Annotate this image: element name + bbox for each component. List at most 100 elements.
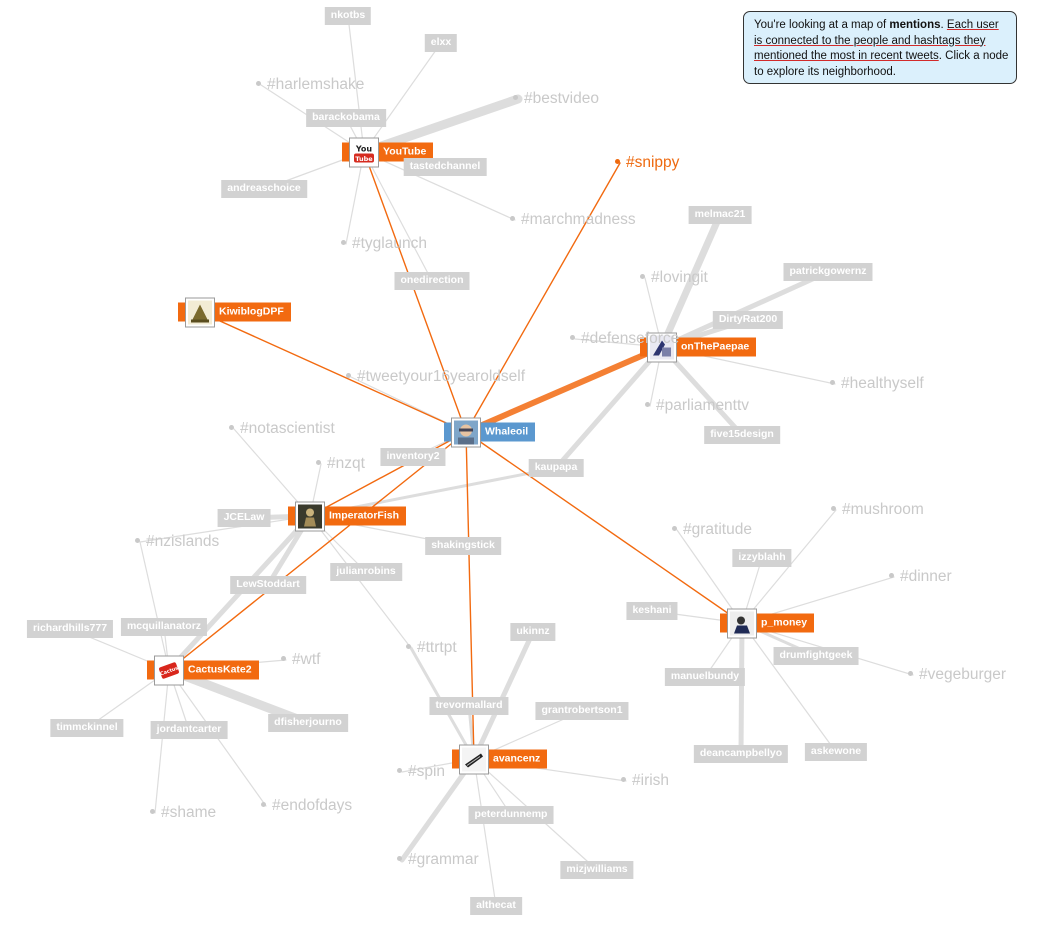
- user-label: jordantcarter: [156, 723, 222, 735]
- hashtag-node-marchmadness[interactable]: #marchmadness: [510, 211, 636, 229]
- user-node-manuelbundy[interactable]: manuelbundy: [664, 668, 746, 686]
- user-node-andreaschoice[interactable]: andreaschoice: [221, 180, 307, 198]
- node-dot-icon: [229, 425, 234, 431]
- hashtag-node-vegeburger[interactable]: #vegeburger: [908, 666, 1006, 684]
- user-node-lewstoddart[interactable]: LewStoddart: [230, 576, 306, 594]
- user-label: tastedchannel: [409, 160, 481, 172]
- node-notch: [178, 303, 182, 321]
- user-node-drumfightgeek[interactable]: drumfightgeek: [773, 647, 859, 665]
- user-node-althecat[interactable]: althecat: [470, 897, 522, 915]
- hashtag-node-snippy[interactable]: #snippy: [615, 154, 679, 172]
- hashtag-node-tweetyour16[interactable]: #tweetyour16yearoldself: [346, 368, 525, 386]
- user-node-barackobama[interactable]: barackobama: [306, 109, 386, 127]
- user-node-julianrobins[interactable]: julianrobins: [330, 563, 402, 581]
- node-dot-icon: [621, 777, 626, 783]
- hashtag-label: #snippy: [626, 154, 680, 171]
- node-dot-icon: [256, 81, 261, 87]
- user-node-patrickgowernz[interactable]: patrickgowernz: [783, 263, 873, 281]
- user-node-elxx[interactable]: elxx: [424, 34, 458, 52]
- hashtag-node-bestvideo[interactable]: #bestvideo: [513, 90, 599, 108]
- hashtag-node-shame[interactable]: #shame: [150, 804, 216, 822]
- user-node-mcquillanatorz[interactable]: mcquillanatorz: [120, 618, 208, 636]
- user-label: drumfightgeek: [779, 649, 853, 661]
- user-label: onedirection: [400, 274, 464, 286]
- user-node-shakingstick[interactable]: shakingstick: [425, 537, 501, 555]
- user-node-onedirection[interactable]: onedirection: [394, 272, 470, 290]
- kiwiblog-avatar-icon: [186, 298, 214, 326]
- featured-user-node-p_money[interactable]: p_money: [720, 609, 815, 637]
- hashtag-label: #shame: [161, 804, 217, 821]
- user-node-dfisherjourno[interactable]: dfisherjourno: [268, 714, 348, 732]
- featured-user-node-avancenz[interactable]: avancenz: [452, 745, 548, 773]
- user-node-timmckinnel[interactable]: timmckinnel: [50, 719, 124, 737]
- hashtag-node-defenseforce[interactable]: #defenseforce: [570, 330, 679, 348]
- featured-user-node-imperatorfish[interactable]: ImperatorFish: [288, 502, 407, 530]
- hashtag-node-nzislands[interactable]: #nzislands: [135, 533, 219, 551]
- user-node-izzyblahh[interactable]: izzyblahh: [732, 549, 792, 567]
- user-label: askewone: [810, 745, 862, 757]
- featured-user-label: Whaleoil: [485, 425, 529, 438]
- hashtag-node-dinner[interactable]: #dinner: [889, 568, 952, 586]
- user-node-trevormallard[interactable]: trevormallard: [429, 697, 509, 715]
- hashtag-label: #ttrtpt: [417, 639, 457, 656]
- featured-user-node-kiwiblogdpf[interactable]: KiwiblogDPF: [178, 298, 291, 326]
- node-dot-icon: [406, 644, 411, 650]
- hashtag-node-healthyself[interactable]: #healthyself: [830, 375, 924, 393]
- primary-edges: [168, 151, 743, 760]
- hashtag-node-mushroom[interactable]: #mushroom: [831, 501, 924, 519]
- hashtag-node-lovingit[interactable]: #lovingit: [640, 269, 708, 287]
- user-node-askewone[interactable]: askewone: [804, 743, 868, 761]
- user-node-kaupapa[interactable]: kaupapa: [528, 459, 584, 477]
- hashtag-node-nzqt[interactable]: #nzqt: [316, 455, 365, 473]
- hashtag-node-wtf[interactable]: #wtf: [281, 651, 320, 669]
- user-node-jordantcarter[interactable]: jordantcarter: [150, 721, 228, 739]
- node-dot-icon: [261, 802, 266, 808]
- user-node-deancampbellyo[interactable]: deancampbellyo: [693, 745, 789, 763]
- user-label: melmac21: [694, 208, 746, 220]
- user-node-grantrobertson1[interactable]: grantrobertson1: [535, 702, 629, 720]
- hashtag-label: #nzqt: [327, 455, 365, 472]
- user-node-peterdunnemp[interactable]: peterdunnemp: [468, 806, 554, 824]
- edge-youtube-elxx: [363, 42, 442, 153]
- edge-onthepaepae-kaupapa: [553, 344, 665, 471]
- user-node-jcelaw[interactable]: JCELaw: [217, 509, 271, 527]
- user-node-dirtyrat200[interactable]: DirtyRat200: [712, 311, 784, 329]
- featured-user-node-onthepaepae[interactable]: onThePaepae: [640, 333, 757, 361]
- user-node-keshani[interactable]: keshani: [626, 602, 678, 620]
- user-label: dfisherjourno: [274, 716, 342, 728]
- hashtag-node-parliamenttv[interactable]: #parliamenttv: [645, 397, 749, 415]
- hashtag-label: #dinner: [900, 568, 952, 585]
- user-node-richardhills777[interactable]: richardhills777: [26, 620, 114, 638]
- hashtag-node-grammar[interactable]: #grammar: [397, 851, 479, 869]
- user-node-mizjwilliams[interactable]: mizjwilliams: [560, 861, 634, 879]
- user-node-melmac21[interactable]: melmac21: [688, 206, 752, 224]
- hashtag-node-notascientist[interactable]: #notascientist: [229, 420, 335, 438]
- edge-whaleoil-p_money: [465, 431, 743, 624]
- user-node-five15design[interactable]: five15design: [704, 426, 780, 444]
- hashtag-node-spin[interactable]: #spin: [397, 763, 445, 781]
- hashtag-node-harlemshake[interactable]: #harlemshake: [256, 76, 364, 94]
- user-node-tastedchannel[interactable]: tastedchannel: [403, 158, 487, 176]
- user-node-nkotbs[interactable]: nkotbs: [324, 7, 372, 25]
- info-box: You're looking at a map of mentions. Eac…: [743, 11, 1017, 84]
- hashtag-label: #tyglaunch: [352, 235, 427, 252]
- node-notch: [640, 338, 644, 356]
- user-node-ukinnz[interactable]: ukinnz: [510, 623, 556, 641]
- hashtag-node-gratitude[interactable]: #gratitude: [672, 521, 752, 539]
- user-node-inventory2[interactable]: inventory2: [380, 448, 446, 466]
- featured-user-node-whaleoil[interactable]: Whaleoil: [444, 418, 536, 446]
- hashtag-node-endofdays[interactable]: #endofdays: [261, 797, 352, 815]
- hashtag-label: #irish: [632, 772, 670, 789]
- edge-onthepaepae-patrickgowernz: [659, 269, 831, 350]
- user-label: althecat: [476, 899, 516, 911]
- hashtag-node-tyglaunch[interactable]: #tyglaunch: [341, 235, 427, 253]
- hashtag-label: #defenseforce: [581, 330, 680, 347]
- info-text-after: . Click a node to explore its neighborho…: [754, 50, 1009, 78]
- user-label: JCELaw: [223, 511, 265, 523]
- user-label: deancampbellyo: [699, 747, 783, 759]
- hashtag-node-ttrtpt[interactable]: #ttrtpt: [406, 639, 457, 657]
- hashtag-node-irish[interactable]: #irish: [621, 772, 669, 790]
- edge-avancenz-ukinnz: [471, 629, 536, 762]
